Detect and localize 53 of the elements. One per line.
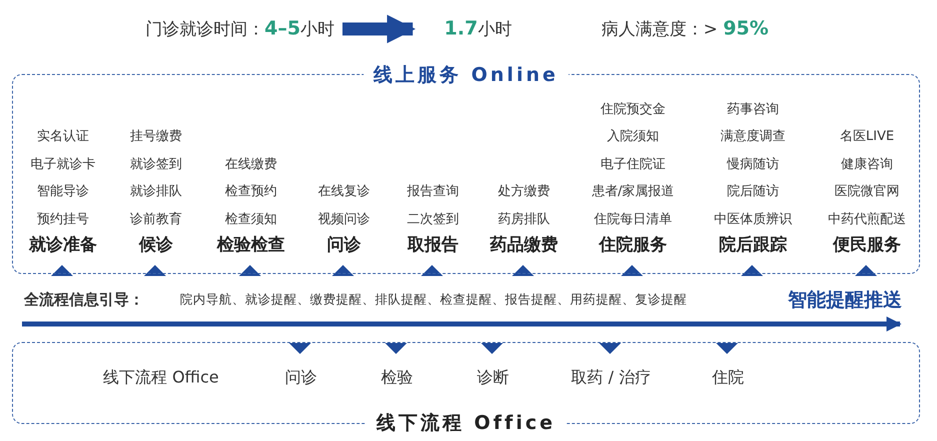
service-item: 患者/家属报道 [592, 183, 674, 201]
stage-heading: 候诊 [139, 234, 173, 257]
stage-heading: 便民服务 [833, 234, 901, 257]
service-item: 住院预交金 [600, 100, 666, 118]
reminder-list: 院内导航、就诊提醒、缴费提醒、排队提醒、检查提醒、报告提醒、用药提醒、复诊提醒 [180, 292, 687, 308]
service-item: 中药代煎配送 [828, 210, 906, 228]
service-item: 检查须知 [225, 210, 277, 228]
step-text: 诊断 [477, 368, 509, 388]
stage-heading: 检验检查 [217, 234, 285, 257]
service-item: 健康咨询 [841, 156, 893, 174]
service-item: 在线缴费 [225, 156, 277, 174]
service-item: 院后随访 [727, 183, 779, 201]
stage-heading: 取报告 [408, 234, 458, 257]
service-item: 报告查询 [407, 183, 459, 201]
service-item: 医院微官网 [834, 183, 900, 201]
service-item: 满意度调查 [720, 128, 786, 146]
time-text: 1.7小时 [444, 18, 512, 40]
service-item: 药事咨询 [727, 100, 779, 118]
service-item: 视频问诊 [318, 210, 370, 228]
service-item: 检查预约 [225, 183, 277, 201]
service-item: 药房排队 [498, 210, 550, 228]
service-item: 在线复诊 [318, 183, 370, 201]
service-item: 电子住院证 [600, 156, 666, 174]
arrow [342, 14, 416, 44]
service-item: 诊前教育 [130, 210, 182, 228]
stage-heading: 就诊准备 [29, 234, 97, 257]
service-item: 入院须知 [607, 128, 659, 146]
stage-heading: 药品缴费 [490, 234, 558, 257]
reminder-heading: 智能提醒推送 [788, 288, 902, 313]
time-text: 门诊就诊时间：4–5小时 [146, 18, 334, 40]
service-item: 慢病随访 [727, 156, 779, 174]
service-item: 二次签到 [407, 210, 459, 228]
service-item: 挂号缴费 [130, 128, 182, 146]
service-item: 就诊签到 [130, 156, 182, 174]
service-item: 电子就诊卡 [30, 156, 96, 174]
stage-heading: 院后跟踪 [719, 234, 787, 257]
step-text: 线下流程 Office [103, 368, 219, 388]
step-text: 住院 [712, 368, 744, 388]
stage-heading: 住院服务 [599, 234, 667, 257]
stage-heading: 问诊 [327, 234, 361, 257]
service-item: 智能导诊 [37, 183, 89, 201]
step-text: 取药 / 治疗 [571, 368, 651, 388]
service-item: 就诊排队 [130, 183, 182, 201]
service-item: 实名认证 [37, 128, 89, 146]
service-item: 预约挂号 [37, 210, 89, 228]
service-item: 处方缴费 [498, 183, 550, 201]
service-item: 名医LIVE [840, 128, 894, 146]
service-item: 中医体质辨识 [714, 210, 792, 228]
time-text: 病人满意度：> 95% [601, 18, 769, 40]
step-text: 问诊 [285, 368, 317, 388]
step-text: 检验 [381, 368, 413, 388]
guide-heading: 全流程信息引导： [24, 290, 144, 310]
service-item: 住院每日清单 [594, 210, 672, 228]
